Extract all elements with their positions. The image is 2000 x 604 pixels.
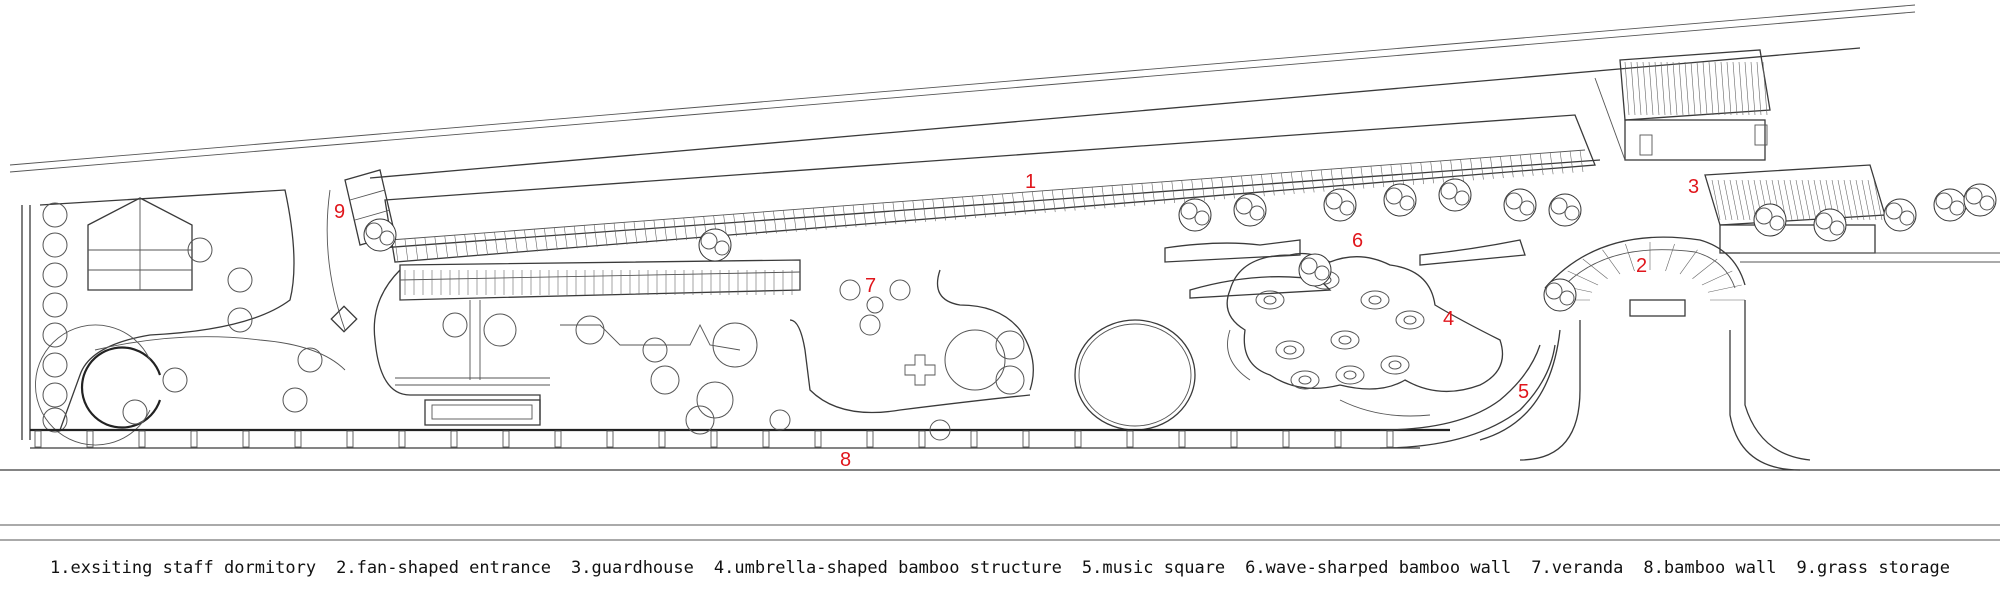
- umbrella-bamboo-structure: [1226, 252, 1504, 417]
- label-5: 5: [1518, 381, 1529, 403]
- legend-item-4: 4.umbrella-shaped bamboo structure: [713, 558, 1062, 578]
- legend-item-2: 2.fan-shaped entrance: [336, 558, 552, 578]
- legend-item-7: 7.veranda: [1531, 558, 1624, 578]
- legend-item-9: 9.grass storage: [1796, 558, 1950, 578]
- label-7: 7: [865, 275, 876, 297]
- dormitory-hatch: [394, 149, 1584, 263]
- fan-shaped-entrance: [1479, 236, 1811, 471]
- label-2: 2: [1636, 255, 1647, 277]
- legend-item-8: 8.bamboo wall: [1643, 558, 1777, 578]
- top-right-building: [1594, 49, 1771, 161]
- label-6: 6: [1352, 230, 1363, 252]
- veranda: [399, 259, 801, 301]
- legend-item-5: 5.music square: [1081, 558, 1226, 578]
- label-1: 1: [1025, 171, 1036, 193]
- label-3: 3: [1688, 176, 1699, 198]
- label-4: 4: [1443, 308, 1454, 330]
- guardhouse: [1704, 164, 2000, 263]
- legend-item-1: 1.exsiting staff dormitory: [50, 558, 317, 578]
- left-trees: [42, 202, 323, 433]
- label-8: 8: [840, 449, 851, 471]
- bottom-bamboo-wall: [30, 344, 1556, 449]
- legend-item-6: 6.wave-sharped bamboo wall: [1245, 558, 1512, 578]
- wave-bamboo-wall: [1164, 239, 1526, 299]
- label-9: 9: [334, 201, 345, 223]
- courtyard-planting: [442, 279, 1025, 441]
- central-courtyard: [373, 269, 1196, 431]
- legend-item-3: 3.guardhouse: [571, 558, 694, 578]
- legend: 1.exsiting staff dormitory 2.fan-shaped …: [0, 558, 2000, 590]
- left-garden: [21, 169, 396, 446]
- staff-dormitory: [384, 114, 1596, 263]
- upper-trees: [363, 178, 1997, 312]
- road-lines: [0, 4, 2000, 541]
